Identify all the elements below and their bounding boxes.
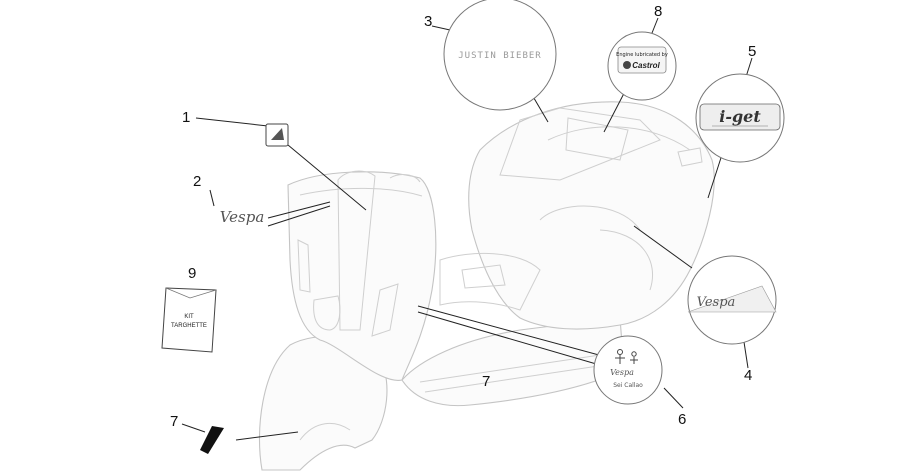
callout-6: 6 <box>678 411 686 428</box>
callout-7-floor: 7 <box>482 373 490 390</box>
decal-square-emblem <box>265 123 289 147</box>
decal-vespa-rear-circle: Vespa <box>687 255 777 345</box>
castrol-logo-icon <box>623 61 631 69</box>
callout-8: 8 <box>654 3 662 20</box>
decal-black-stripe <box>200 426 224 454</box>
callout-4: 4 <box>744 367 752 384</box>
kit-line1-text: KIT <box>184 314 194 320</box>
decal-justin-bieber-circle: JUSTIN BIEBER <box>443 0 557 111</box>
decal-iget-circle: i-get <box>695 73 785 163</box>
decal-justin-bieber-text: JUSTIN BIEBER <box>458 51 541 61</box>
decal-sei-callao-text: Sei Callao <box>613 382 643 389</box>
figures-icon <box>615 349 638 364</box>
callout-5: 5 <box>748 43 756 60</box>
decal-castrol-top-text: Engine lubricated by <box>616 52 668 58</box>
callout-7-stripe: 7 <box>170 413 178 430</box>
decal-sei-callao-vespa-text: Vespa <box>610 368 634 377</box>
decal-iget-text: i-get <box>719 107 761 126</box>
callout-numbers: 1 2 3 4 5 6 7 7 8 9 <box>170 3 756 430</box>
callout-9: 9 <box>188 265 196 282</box>
decal-kit-targhette: KIT TARGHETTE <box>161 287 217 353</box>
callout-3: 3 <box>424 13 432 30</box>
callout-2: 2 <box>193 173 201 190</box>
callout-1: 1 <box>182 109 190 126</box>
scooter-body <box>258 101 715 471</box>
kit-line2-text: TARGHETTE <box>171 323 207 329</box>
decal-vespa-front-text: Vespa <box>220 208 265 226</box>
decal-castrol-circle: Engine lubricated by Castrol <box>607 31 677 101</box>
decal-castrol-brand-text: Castrol <box>632 61 660 70</box>
decal-vespa-rear-text: Vespa <box>697 295 736 310</box>
decal-sei-callao-circle: Vespa Sei Callao <box>593 335 663 405</box>
